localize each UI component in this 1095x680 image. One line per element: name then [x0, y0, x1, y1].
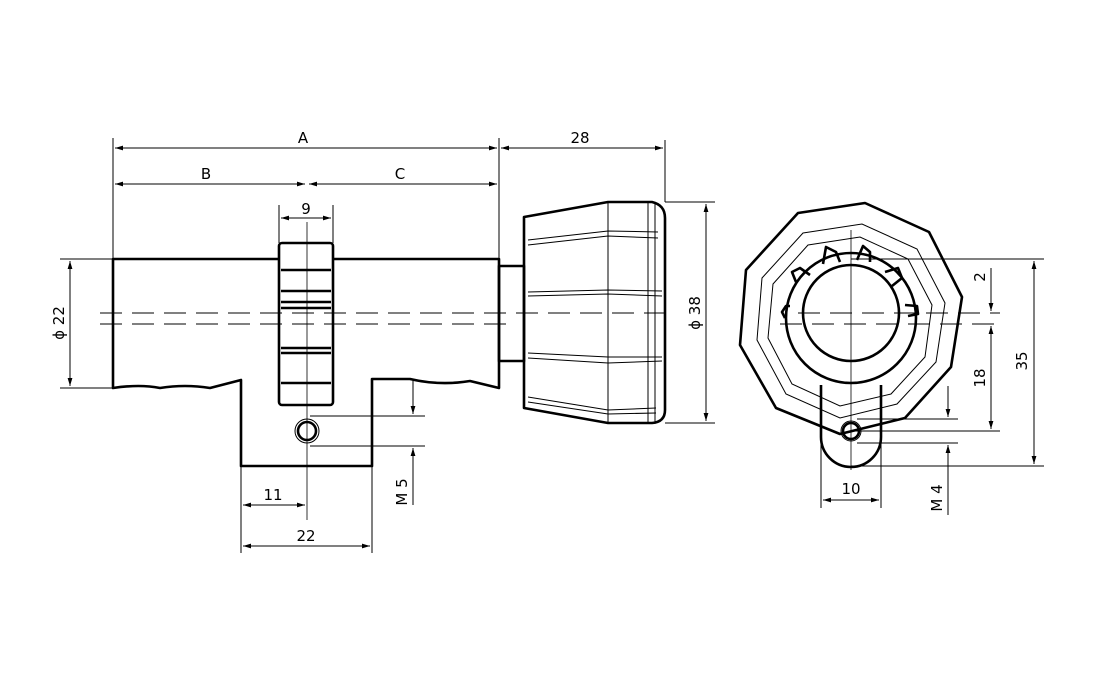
side-dimensions: [60, 138, 715, 553]
front-dimensions: [820, 258, 1044, 515]
cylinder-body: [111, 257, 501, 468]
dim-10: 10: [841, 480, 860, 498]
knob: [522, 200, 667, 425]
dim-22: 22: [296, 527, 315, 545]
knob-inner-decagon: [756, 223, 946, 419]
side-view: [100, 200, 672, 520]
dim-18: 18: [971, 368, 989, 387]
dim-b: B: [201, 165, 211, 183]
dim-a: A: [298, 129, 309, 147]
dim-35: 35: [1013, 351, 1031, 370]
dim-28: 28: [570, 129, 589, 147]
front-view: [738, 201, 1000, 470]
dim-m4: M 4: [928, 484, 946, 511]
dim-c: C: [395, 165, 405, 183]
dim-11: 11: [263, 486, 282, 504]
dim-9: 9: [301, 200, 311, 218]
dim-phi38: ϕ 38: [686, 296, 704, 330]
dim-2: 2: [971, 272, 989, 282]
knob-decagon: [738, 201, 964, 436]
cam-teeth: [281, 268, 331, 385]
dim-m5: M 5: [393, 478, 411, 505]
dim-phi22: ϕ 22: [50, 306, 68, 340]
knob-inner-outline: [767, 236, 933, 407]
